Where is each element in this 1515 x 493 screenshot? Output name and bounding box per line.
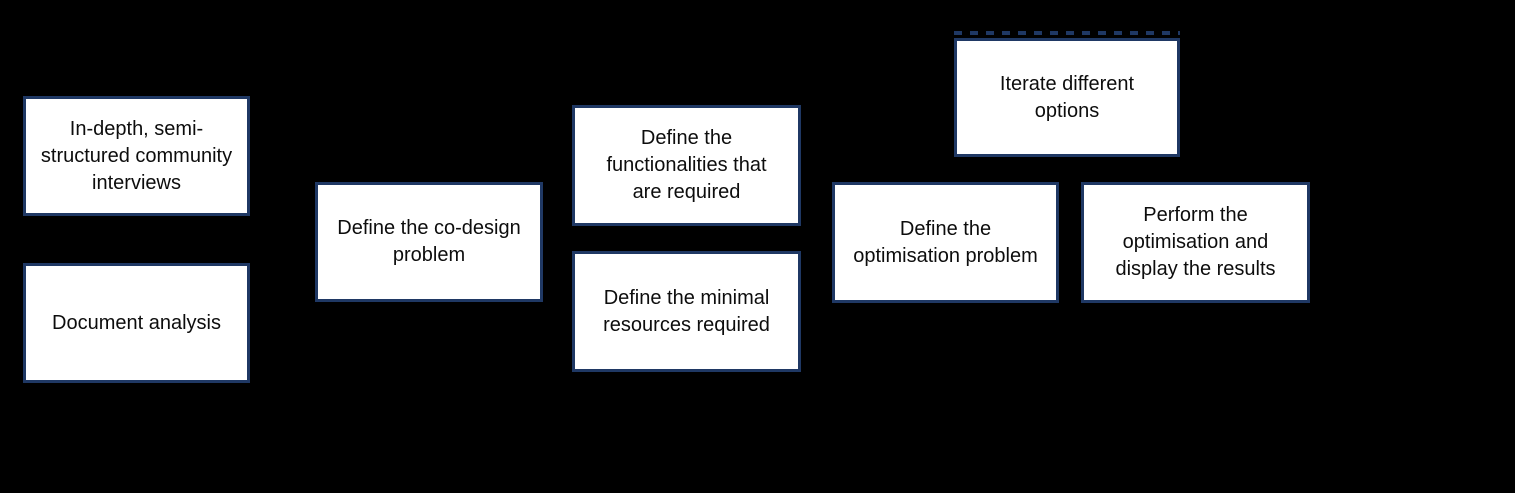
node-label: Define the minimal resources required <box>603 286 770 336</box>
node-label: Define the functionalities that are requ… <box>606 127 767 203</box>
node-label: Define the co-design problem <box>337 217 521 266</box>
node-label: Perform the optimisation and display the… <box>1115 204 1276 280</box>
node-functionalities: Define the functionalities that are requ… <box>572 105 801 226</box>
dashed-connector-segment <box>954 31 1180 35</box>
node-label: In-depth, semi- structured community int… <box>40 117 233 194</box>
node-label: Define the optimisation problem <box>853 217 1038 267</box>
node-codesign-problem: Define the co-design problem <box>315 182 543 302</box>
node-optimisation-problem: Define the optimisation problem <box>832 182 1059 303</box>
node-minimal-resources: Define the minimal resources required <box>572 251 801 372</box>
node-perform-optimisation: Perform the optimisation and display the… <box>1081 182 1310 303</box>
node-iterate-options: Iterate different options <box>954 38 1180 157</box>
node-document-analysis: Document analysis <box>23 263 250 383</box>
node-community-interviews: In-depth, semi- structured community int… <box>23 96 250 216</box>
node-label: Iterate different options <box>999 72 1135 122</box>
node-label: Document analysis <box>52 311 221 334</box>
